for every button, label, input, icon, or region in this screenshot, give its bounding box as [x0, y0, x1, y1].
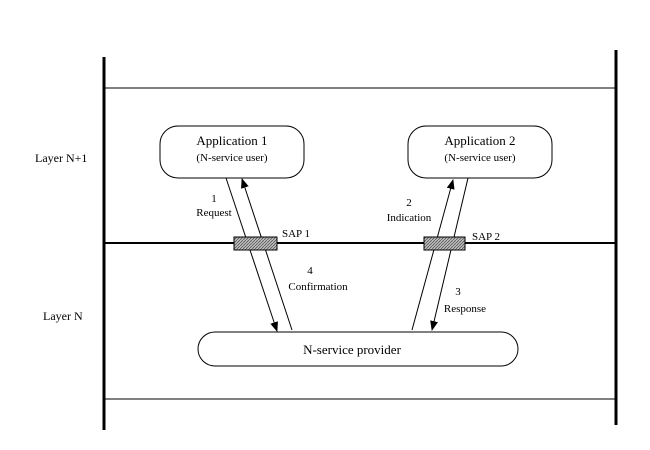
step-4-number: 4 — [307, 265, 313, 277]
application-1-subtitle: (N-service user) — [196, 152, 267, 164]
layer-upper-label: Layer N+1 — [35, 151, 87, 165]
application-2-box: Application 2 (N-service user) — [407, 125, 553, 179]
step-2-label: Indication — [387, 212, 432, 224]
arrow-1-request — [225, 177, 278, 332]
layer-lower-label: Layer N — [43, 309, 83, 323]
application-1-title: Application 1 — [196, 133, 267, 148]
n-service-provider-box: N-service provider — [197, 331, 519, 367]
application-2-subtitle: (N-service user) — [444, 152, 515, 164]
arrow-4-confirmation — [241, 178, 293, 331]
step-3-number: 3 — [455, 286, 461, 298]
step-4-label: Confirmation — [288, 281, 348, 293]
arrow-3-response — [430, 177, 469, 331]
step-2-number: 2 — [406, 197, 412, 209]
step-3-label: Response — [444, 303, 486, 315]
sap-1-label: SAP 1 — [282, 228, 310, 240]
application-1-box: Application 1 (N-service user) — [159, 125, 305, 179]
sap-1-box — [233, 236, 278, 251]
step-1-label: Request — [196, 207, 231, 219]
n-service-provider-label: N-service provider — [303, 342, 401, 357]
application-2-title: Application 2 — [444, 133, 515, 148]
sap-2-box — [423, 236, 466, 251]
step-1-number: 1 — [211, 193, 217, 205]
arrow-2-indication — [411, 179, 455, 331]
sap-2-label: SAP 2 — [472, 231, 500, 243]
